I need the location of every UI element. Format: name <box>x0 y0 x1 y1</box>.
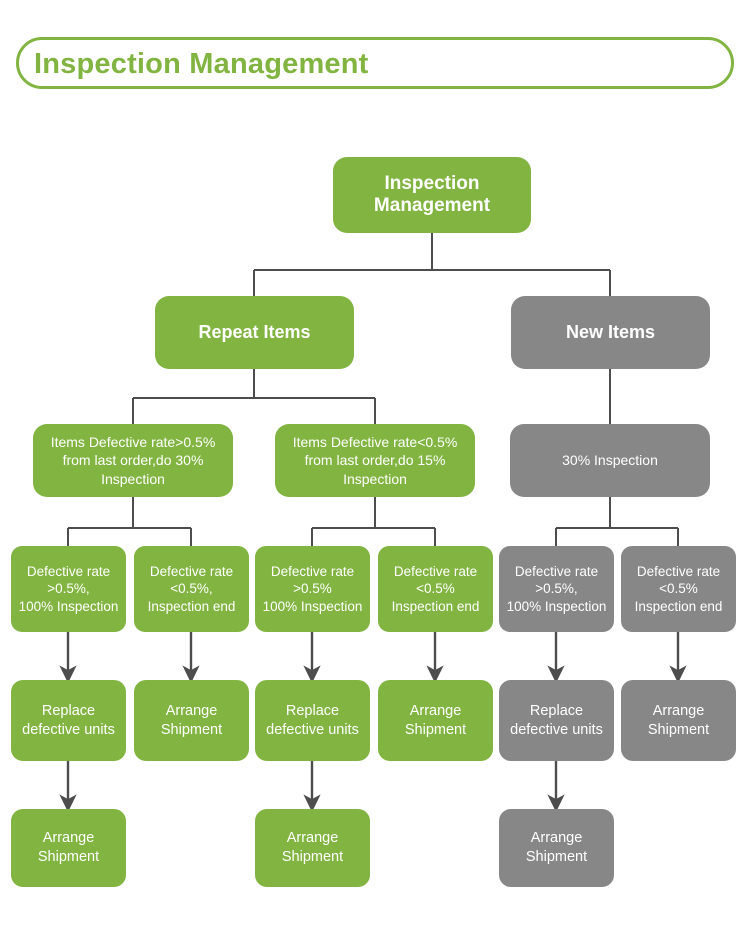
node-final-arrange-shipment-3[interactable]: Arrange Shipment <box>499 809 614 887</box>
node-repeat-items[interactable]: Repeat Items <box>155 296 354 369</box>
node-action-arrange-shipment-2[interactable]: Arrange Shipment <box>378 680 493 761</box>
node-action-replace-1[interactable]: Replace defective units <box>11 680 126 761</box>
node-outcome-repeat-low-under[interactable]: Defective rate <0.5% Inspection end <box>378 546 493 632</box>
node-final-arrange-shipment-2[interactable]: Arrange Shipment <box>255 809 370 887</box>
page-title: Inspection Management <box>34 48 369 80</box>
node-action-arrange-shipment-3[interactable]: Arrange Shipment <box>621 680 736 761</box>
node-outcome-repeat-high-under[interactable]: Defective rate <0.5%, Inspection end <box>134 546 249 632</box>
node-outcome-new-under[interactable]: Defective rate <0.5% Inspection end <box>621 546 736 632</box>
node-action-replace-2[interactable]: Replace defective units <box>255 680 370 761</box>
node-inspection-management-root[interactable]: Inspection Management <box>333 157 531 233</box>
node-condition-repeat-low-defect[interactable]: Items Defective rate<0.5% from last orde… <box>275 424 475 497</box>
node-final-arrange-shipment-1[interactable]: Arrange Shipment <box>11 809 126 887</box>
node-action-arrange-shipment-1[interactable]: Arrange Shipment <box>134 680 249 761</box>
node-outcome-repeat-low-over[interactable]: Defective rate >0.5% 100% Inspection <box>255 546 370 632</box>
node-outcome-new-over[interactable]: Defective rate >0.5%, 100% Inspection <box>499 546 614 632</box>
node-condition-repeat-high-defect[interactable]: Items Defective rate>0.5% from last orde… <box>33 424 233 497</box>
node-action-replace-3[interactable]: Replace defective units <box>499 680 614 761</box>
node-condition-new-30-percent[interactable]: 30% Inspection <box>510 424 710 497</box>
header-banner <box>16 37 734 89</box>
node-outcome-repeat-high-over[interactable]: Defective rate >0.5%, 100% Inspection <box>11 546 126 632</box>
node-new-items[interactable]: New Items <box>511 296 710 369</box>
